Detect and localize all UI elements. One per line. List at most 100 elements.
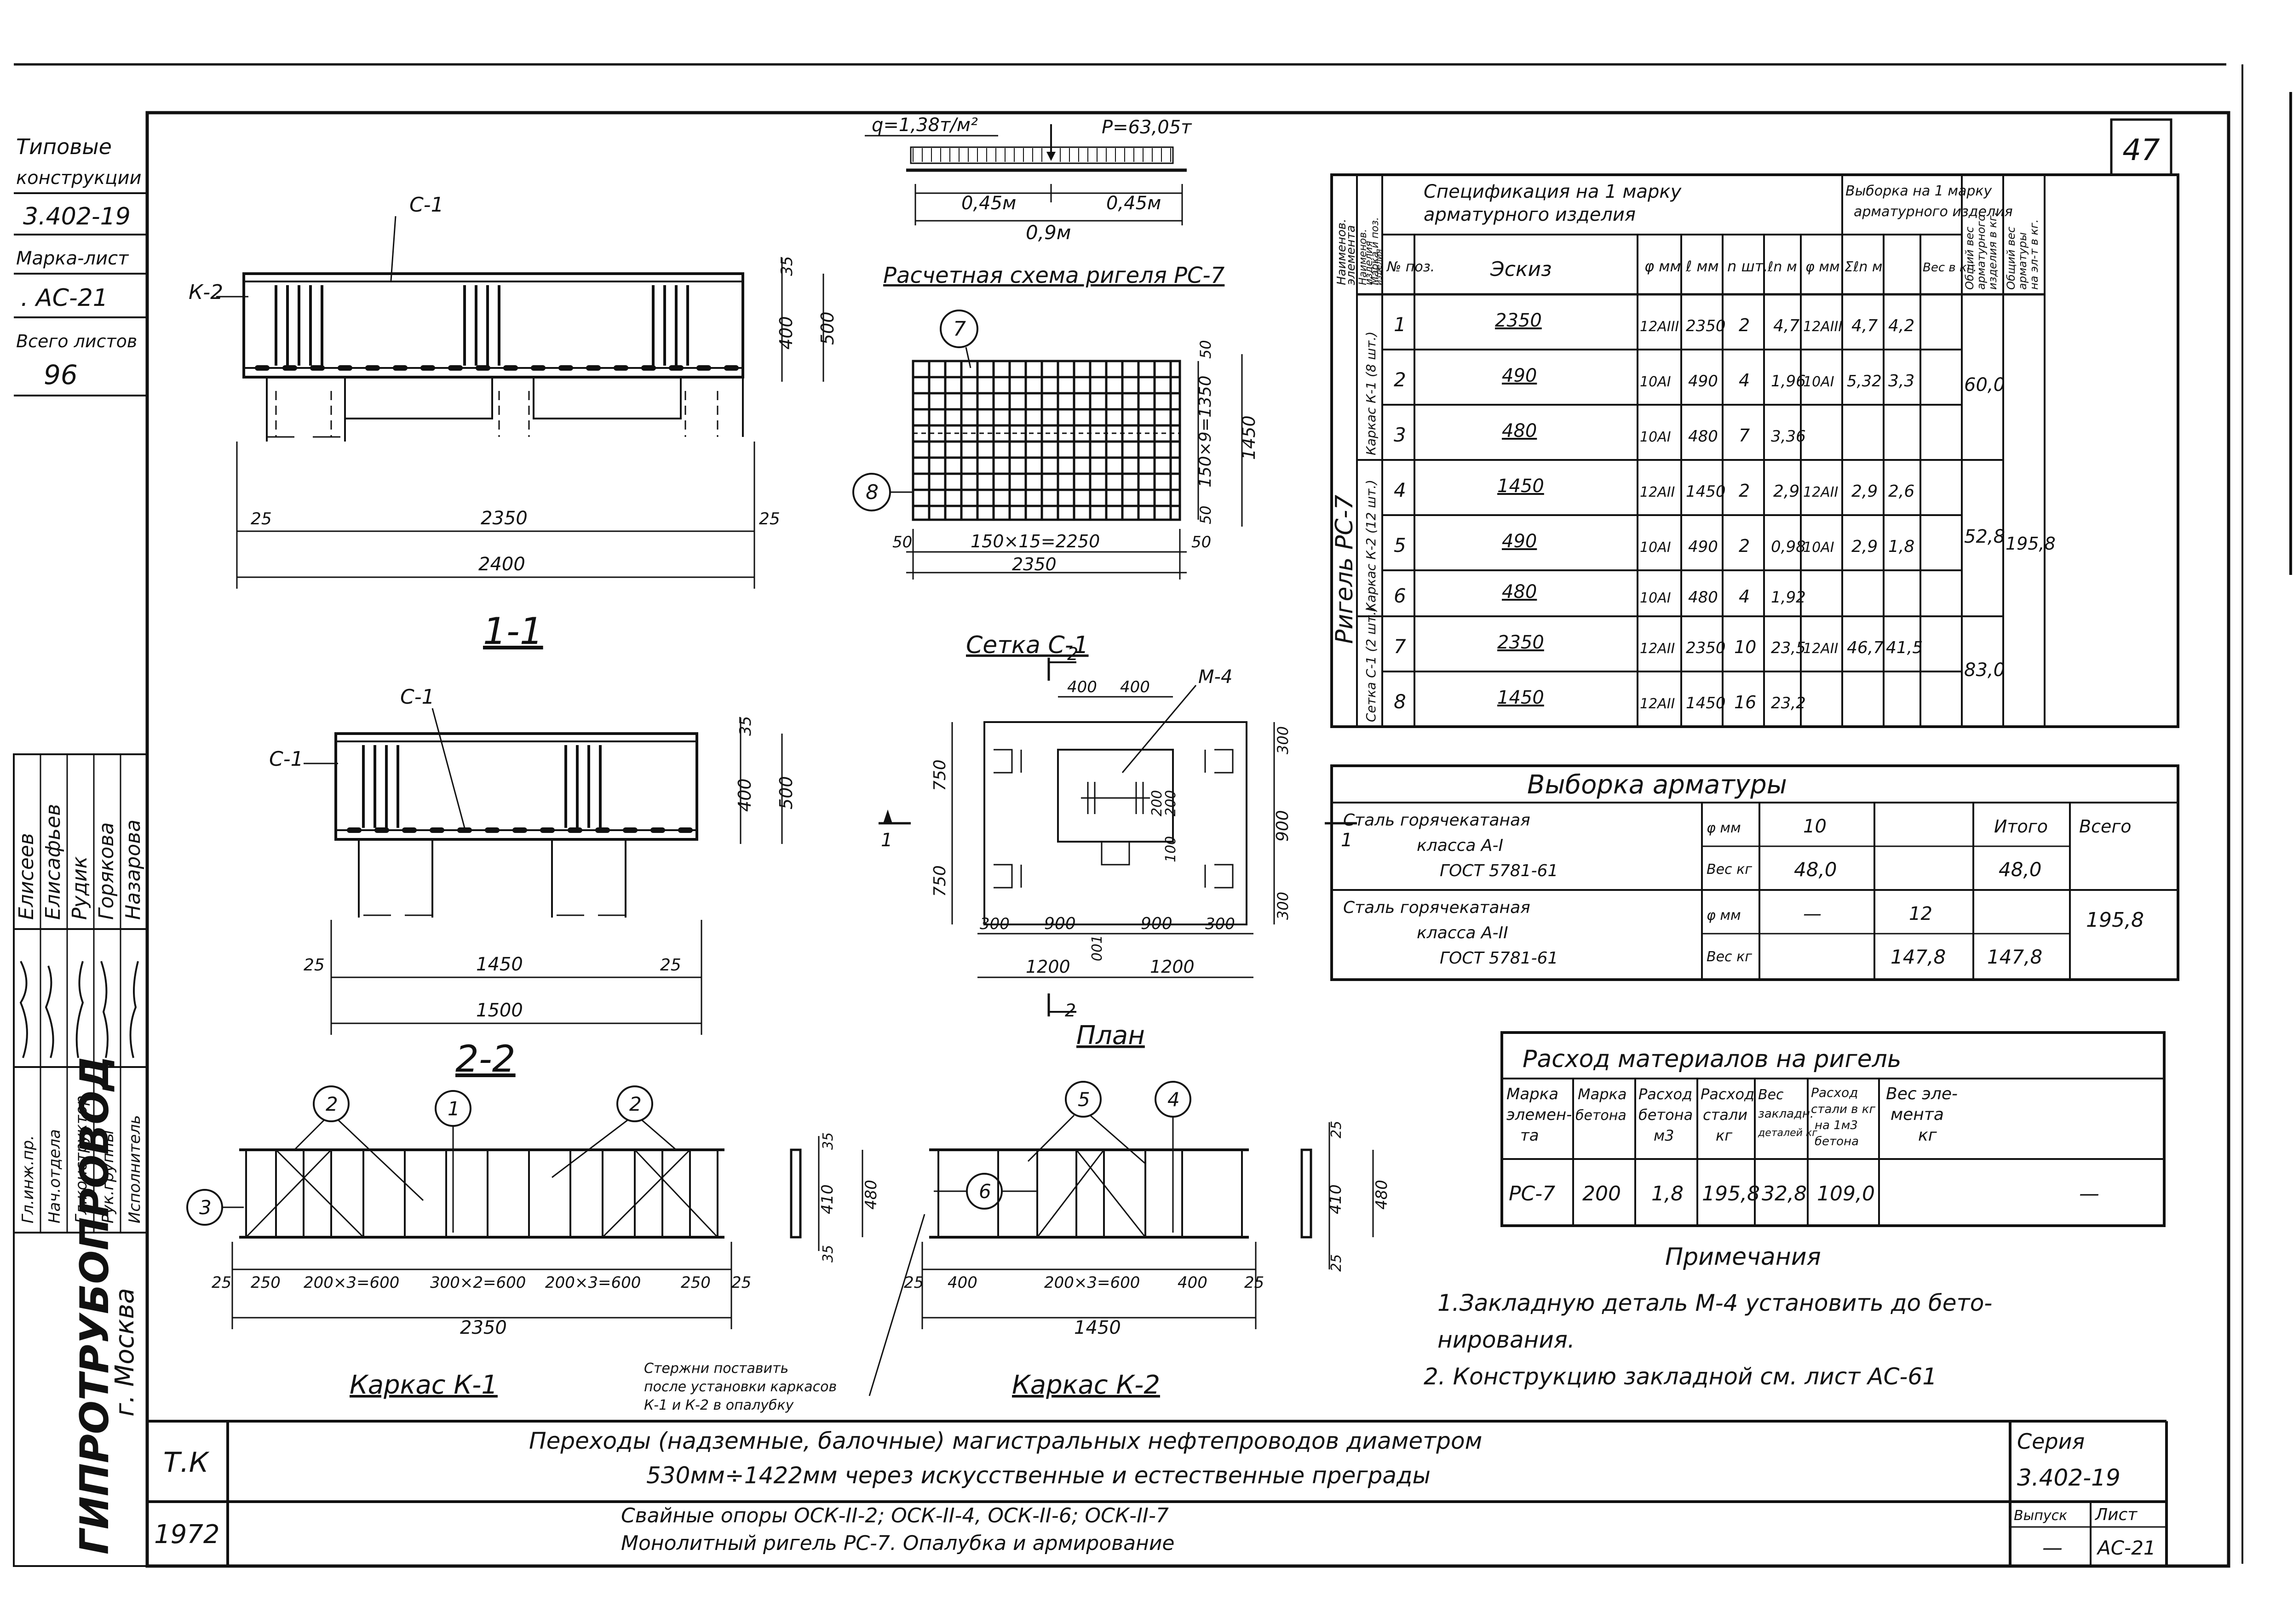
- calc-span-total: 0,9м: [1026, 221, 1071, 244]
- calc-scheme: q=1,38т/м² P=63,05т 0,45м 0,45м 0,9м Рас…: [865, 115, 1225, 288]
- plan-d400b: 400: [1120, 678, 1150, 696]
- r5-sd: 10АI: [1803, 539, 1834, 556]
- tb-year: 1972: [154, 1520, 220, 1549]
- k2-dim-4: 400: [1178, 1274, 1207, 1292]
- notes-line-1: 1.Закладную деталь М-4 установить до бет…: [1437, 1290, 1992, 1316]
- mat-v2: 200: [1582, 1182, 1621, 1205]
- tb-line-1: Переходы (надземные, балочные) магистрал…: [529, 1428, 1482, 1454]
- tb-line-4: Монолитный ригель РС-7. Опалубка и армир…: [621, 1532, 1175, 1555]
- s22-dim-35: 35: [736, 716, 755, 736]
- section-1-1: С-1 К-2 35 400 500 25 2350 25 2400 1-1: [189, 193, 838, 653]
- signature-3: [75, 961, 84, 1058]
- calc-load-p: P=63,05т: [1102, 117, 1192, 138]
- mat-h4a: Расход: [1701, 1085, 1754, 1103]
- k1-pos-c: 2: [629, 1093, 642, 1115]
- stamp-name-1: Елисеев: [15, 833, 38, 920]
- spec-hdr-b2: изделия: [1363, 241, 1375, 285]
- r5-pos: 5: [1394, 534, 1406, 557]
- section-2-2: С-1 С-1 35 400 500 25 1450 25 1500 2-2: [269, 685, 796, 1080]
- r3-pos: 3: [1394, 424, 1406, 446]
- sel-weight-1: Вес кг: [1707, 861, 1752, 878]
- signature-4: [100, 961, 109, 1058]
- spec-row-1: 1 2350 12АIII 2350 2 4,7 12АIII 4,7 4,2: [1394, 310, 1914, 336]
- r8-ln: 23,2: [1771, 694, 1806, 712]
- spec-row-8: 8 1450 12АII 1450 16 23,2: [1394, 687, 1806, 713]
- k2-total: 1450: [1074, 1317, 1121, 1338]
- s22-dim-500: 500: [776, 776, 796, 809]
- r7-sln: 46,7: [1847, 638, 1884, 657]
- mat-h1a: Марка: [1506, 1085, 1558, 1103]
- spec-row-6: 6 480 10АI 480 4 1,92: [1394, 581, 1806, 607]
- mat-h1b: элемен-: [1506, 1106, 1572, 1124]
- s11-dim-2400: 2400: [478, 554, 525, 575]
- sel-row2-l1: Сталь горячекатаная: [1343, 898, 1530, 917]
- mat-v1: РС-7: [1509, 1182, 1555, 1205]
- tb-line-2: 530мм÷1422мм через искусственные и естес…: [646, 1462, 1431, 1489]
- mesh-pos8: 8: [866, 481, 879, 504]
- spec-hdr-t1b: арматурного: [1975, 214, 1988, 290]
- spec-col-sd: φ мм: [1805, 259, 1840, 275]
- k1-dim-7: 25: [731, 1274, 751, 1292]
- k1-dim-5: 200×3=600: [545, 1274, 641, 1292]
- stamp-name-4: Горякова: [95, 822, 118, 920]
- title-block: Т.К 1972 Переходы (надземные, балочные) …: [147, 1420, 2168, 1566]
- mat-h2a: Марка: [1578, 1085, 1626, 1103]
- spec-row-7: 7 2350 12АII 2350 10 23,5 12АII 46,7 41,…: [1394, 632, 1923, 658]
- stamp-total-value: 96: [44, 359, 78, 390]
- r4-w: 2,6: [1888, 482, 1914, 501]
- mat-v7: —: [2079, 1182, 2099, 1205]
- spec-hdr-t1c: изделия в кг.: [1986, 212, 1999, 290]
- spec-hdr-t2a: Общий вес: [2005, 227, 2017, 290]
- s22-dim-1450: 1450: [476, 954, 523, 975]
- r1-sd: 12АIII: [1803, 319, 1842, 335]
- k2-dim-1: 25: [904, 1274, 924, 1292]
- spec-col-ln: ℓn м: [1767, 259, 1797, 275]
- mat-h4c: кг: [1716, 1127, 1732, 1144]
- k2-side-2: 410: [1327, 1184, 1345, 1214]
- sel-r2-dash: —: [1803, 903, 1822, 924]
- r1-l: 2350: [1686, 317, 1726, 335]
- rod-note-3: К-1 и К-2 в опалубку: [644, 1397, 794, 1413]
- spec-hdr-t2c: на эл-т в кг.: [2028, 219, 2040, 290]
- r5-w: 1,8: [1888, 537, 1914, 556]
- s22-dim-25b: 25: [660, 956, 681, 975]
- mat-v5: 32,8: [1762, 1182, 1807, 1205]
- s11-c-label: С-1: [409, 193, 444, 217]
- k1-dim-1: 25: [212, 1274, 231, 1292]
- s11-title: 1-1: [483, 610, 543, 653]
- mat-h6b: стали в кг: [1811, 1102, 1875, 1116]
- tb-series-value: 3.402-19: [2017, 1464, 2121, 1491]
- mesh-dim-1450: 1450: [1239, 415, 1259, 460]
- mat-v4: 195,8: [1702, 1182, 1760, 1205]
- s22-dim-1500: 1500: [476, 1000, 523, 1021]
- stamp-role-3: Гл.конструктор: [72, 1096, 91, 1223]
- k1-side-3: 480: [862, 1180, 880, 1210]
- k1-title: Каркас К-1: [350, 1370, 498, 1400]
- sel-r1-d: 10: [1803, 816, 1827, 837]
- spec-hdr-t2b: арматуры: [2016, 232, 2029, 290]
- spec-hdr-b1: Наименов.: [1357, 229, 1369, 285]
- signature-2: [45, 965, 54, 1058]
- r1-n: 2: [1739, 315, 1750, 335]
- stamp-series: 3.402-19: [23, 203, 131, 230]
- sel-r2-w: 147,8: [1891, 946, 1946, 968]
- r3-ln: 3,36: [1771, 427, 1806, 446]
- spec-hdr-a2: элемента: [1344, 225, 1358, 285]
- spec-row-4: 4 1450 12АII 1450 2 2,9 12АII 2,9 2,6: [1394, 476, 1914, 501]
- stamp-typical-2: конструкции: [16, 167, 142, 189]
- stamp-typical-1: Типовые: [16, 134, 112, 159]
- k1-side-2: 410: [818, 1184, 837, 1214]
- plan-title: План: [1076, 1021, 1145, 1050]
- plan-d400a: 400: [1067, 678, 1097, 696]
- r2-ln: 1,96: [1771, 372, 1806, 390]
- plan-b300a: 300: [980, 915, 1010, 933]
- k2-side-4: 25: [1328, 1254, 1345, 1272]
- tb-sheet-label: Лист: [2094, 1505, 2138, 1524]
- sel-r1-w: 48,0: [1794, 858, 1837, 881]
- mesh-dim-h: 150×15=2250: [971, 531, 1100, 551]
- rod-note: Стержни поставить после установки каркас…: [644, 1214, 925, 1413]
- spec-hdr-sel1: Выборка на 1 марку: [1845, 183, 1993, 199]
- sel-weight-2: Вес кг: [1707, 949, 1752, 965]
- r6-n: 4: [1739, 586, 1750, 607]
- stamp-role-4: Рук.группы: [99, 1130, 117, 1223]
